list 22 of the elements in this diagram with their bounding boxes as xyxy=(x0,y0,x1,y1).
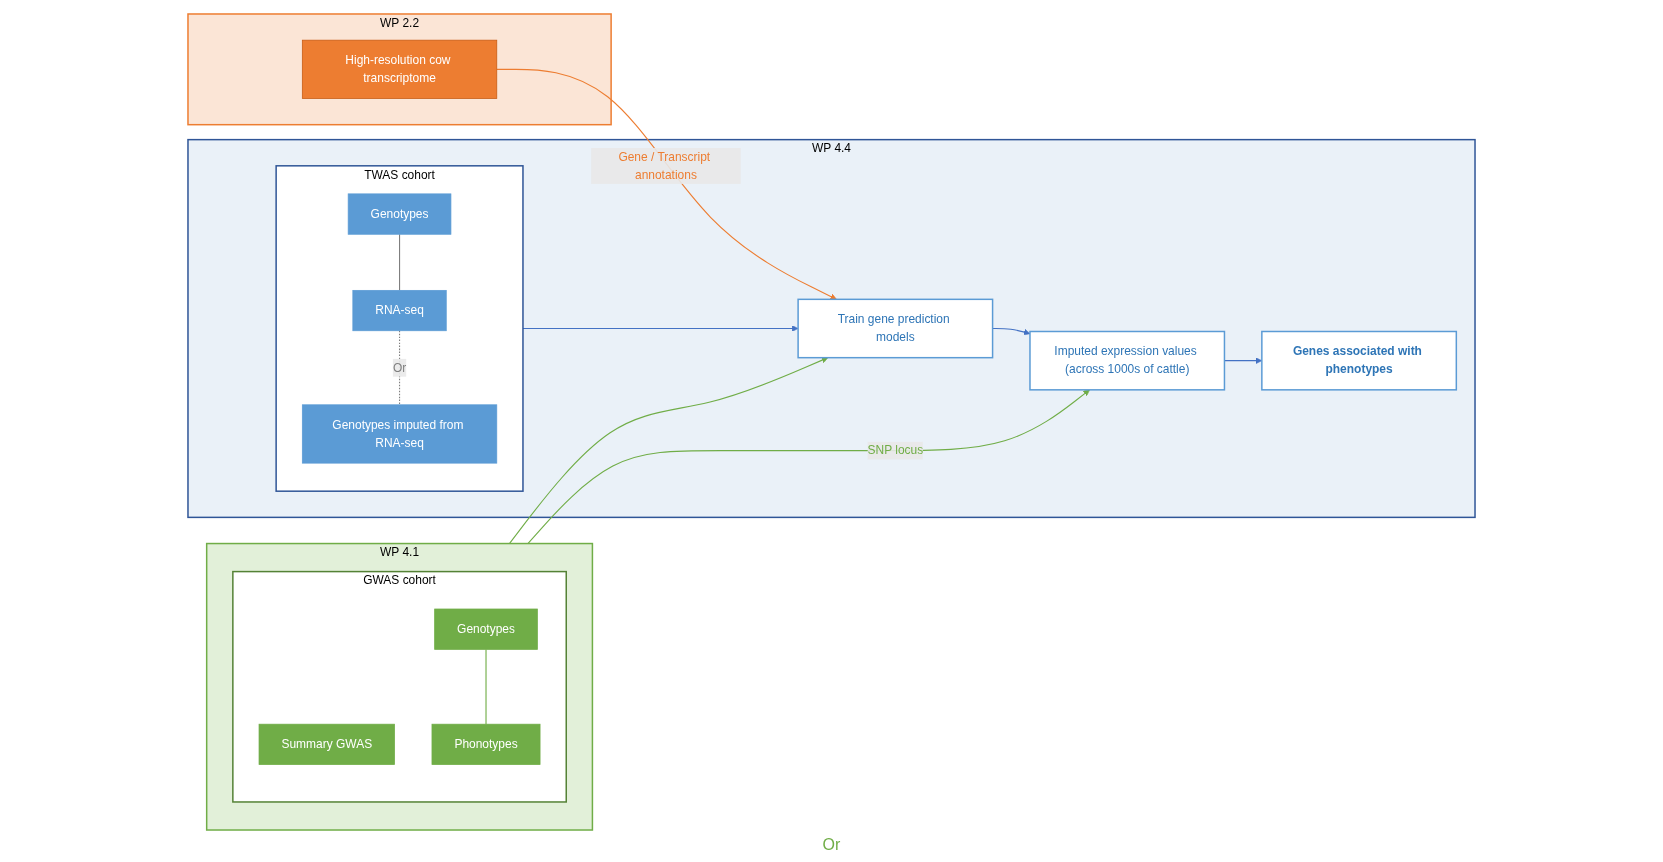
edge-label: SNP locus xyxy=(867,443,924,457)
node-box: Genotypes xyxy=(347,193,452,235)
arrow xyxy=(992,327,1031,336)
arrow xyxy=(527,389,1090,545)
connector xyxy=(399,330,401,406)
connector xyxy=(485,648,487,725)
node-box: Summary GWAS xyxy=(258,723,395,765)
edge-label: Or xyxy=(392,361,407,374)
arrow xyxy=(522,325,799,332)
node-box: Imputed expression values (across 1000s of cattle) xyxy=(1029,330,1226,391)
edge-label: Gene / Transcript annotations xyxy=(618,150,711,181)
node-box: Genotypes xyxy=(434,608,538,650)
node-box: RNA-seq xyxy=(352,290,447,332)
arrow xyxy=(508,357,829,545)
connector xyxy=(399,233,401,291)
node-box: Genotypes imputed from RNA-seq xyxy=(301,404,498,464)
node-box: Train gene prediction models xyxy=(797,298,994,359)
node-box: Phonotypes xyxy=(431,723,541,765)
node-box: High-resolution cow transcriptome xyxy=(301,39,498,99)
node-box: Genes associated with phenotypes xyxy=(1261,330,1458,391)
note-text: Or xyxy=(822,836,841,854)
arrow xyxy=(496,68,837,300)
